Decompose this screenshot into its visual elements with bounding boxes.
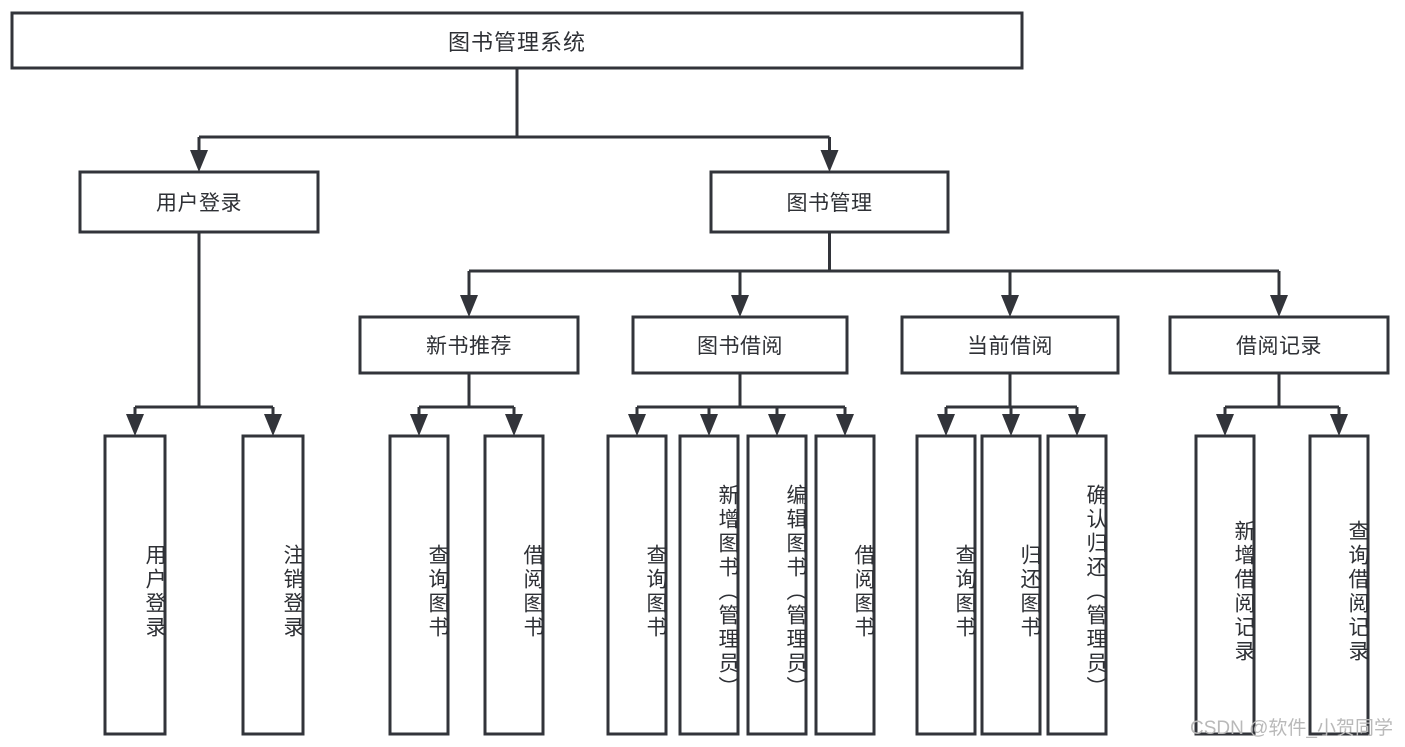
node-leaf-add-record[interactable] [1194,434,1256,736]
arrow-head-icon [410,414,428,436]
arrow-head-icon [628,414,646,436]
node-book-borrow[interactable] [631,315,849,375]
arrow-head-icon [264,414,282,436]
node-leaf-query-book-1[interactable] [388,434,450,736]
arrow-head-icon [1216,414,1234,436]
node-user-login[interactable] [78,170,320,234]
node-leaf-return-book[interactable] [980,434,1042,736]
node-leaf-query-record[interactable] [1308,434,1370,736]
arrow-head-icon [937,414,955,436]
arrow-head-icon [1002,414,1020,436]
node-rectangles [10,11,1390,736]
arrow-head-icon [1001,295,1019,317]
arrow-head-icon [505,414,523,436]
node-leaf-borrow-book-1[interactable] [483,434,545,736]
node-leaf-query-book-2[interactable] [606,434,668,736]
node-leaf-user-login[interactable] [103,434,167,736]
node-root-root[interactable] [10,11,1024,70]
arrow-head-icon [700,414,718,436]
arrow-head-icon [1270,295,1288,317]
node-leaf-add-book[interactable] [678,434,740,736]
node-current-borrow[interactable] [900,315,1120,375]
node-leaf-query-book-3[interactable] [915,434,977,736]
arrow-head-icon [768,414,786,436]
node-book-manage[interactable] [709,170,950,234]
arrow-head-icon [836,414,854,436]
node-leaf-user-logout[interactable] [241,434,305,736]
arrow-head-icon [1068,414,1086,436]
node-leaf-edit-book[interactable] [746,434,808,736]
node-leaf-confirm-return[interactable] [1046,434,1108,736]
node-leaf-borrow-book-2[interactable] [814,434,876,736]
arrow-head-icon [820,150,839,172]
arrow-head-icon [190,150,208,172]
connector-lines [126,68,1348,436]
arrow-head-icon [126,414,144,436]
arrow-head-icon [731,295,749,317]
arrow-head-icon [1330,414,1348,436]
node-new-book-rec[interactable] [358,315,580,375]
arrow-head-icon [460,295,478,317]
node-borrow-record[interactable] [1168,315,1390,375]
